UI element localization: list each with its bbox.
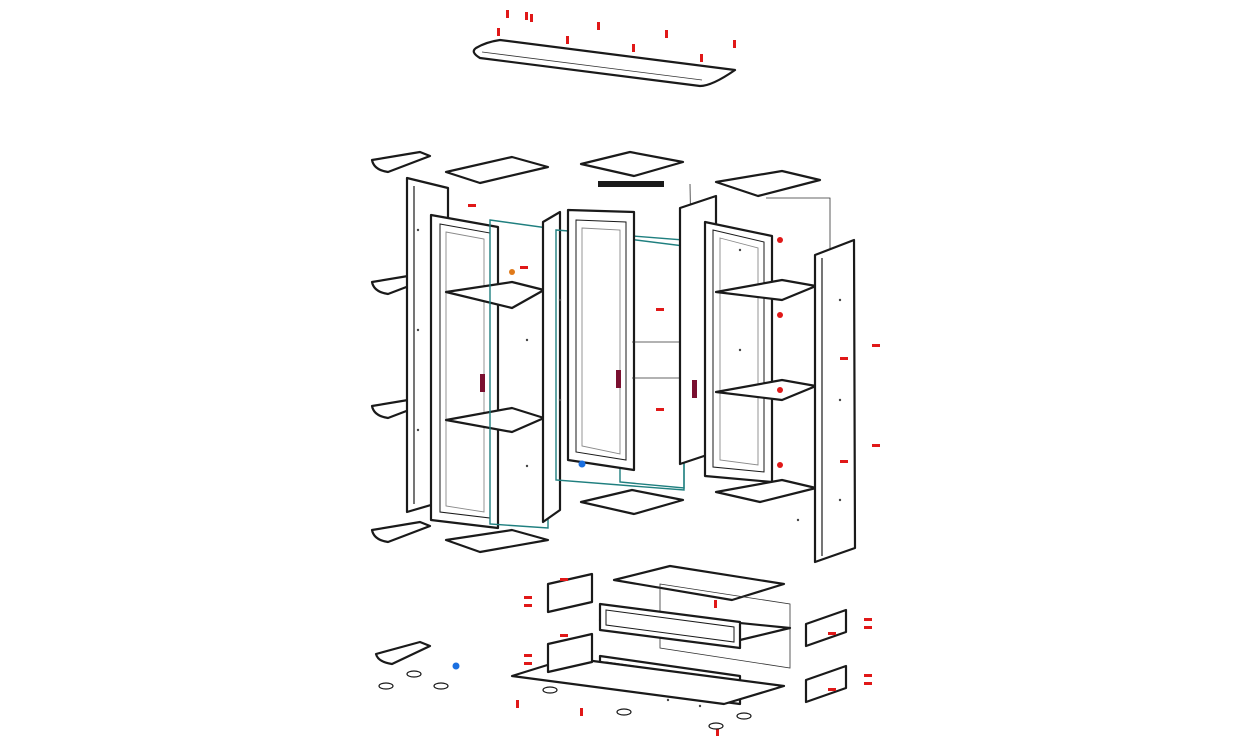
center-cabinet [555, 150, 695, 516]
left-door-handle [480, 374, 485, 392]
center-door-handle [616, 370, 621, 388]
center-rail [598, 181, 664, 187]
hole-markers [416, 228, 842, 708]
orange-fitting [509, 269, 515, 275]
top-crown-panel [472, 38, 737, 88]
leveling-feet [378, 670, 752, 730]
small-corner-shelf [374, 640, 460, 670]
right-shelf-fittings [777, 237, 783, 468]
cabinet-fasteners [468, 204, 880, 463]
left-glass-door [429, 213, 500, 530]
blue-fitting [578, 460, 586, 468]
right-glass-door [678, 194, 774, 484]
right-door-handle [692, 380, 697, 398]
drawer-fasteners [516, 578, 872, 736]
left-cabinet-carcass [444, 155, 562, 554]
right-cabinet-carcass [714, 169, 857, 564]
crown-fasteners [497, 10, 736, 62]
drawer-base-unit [510, 564, 848, 706]
